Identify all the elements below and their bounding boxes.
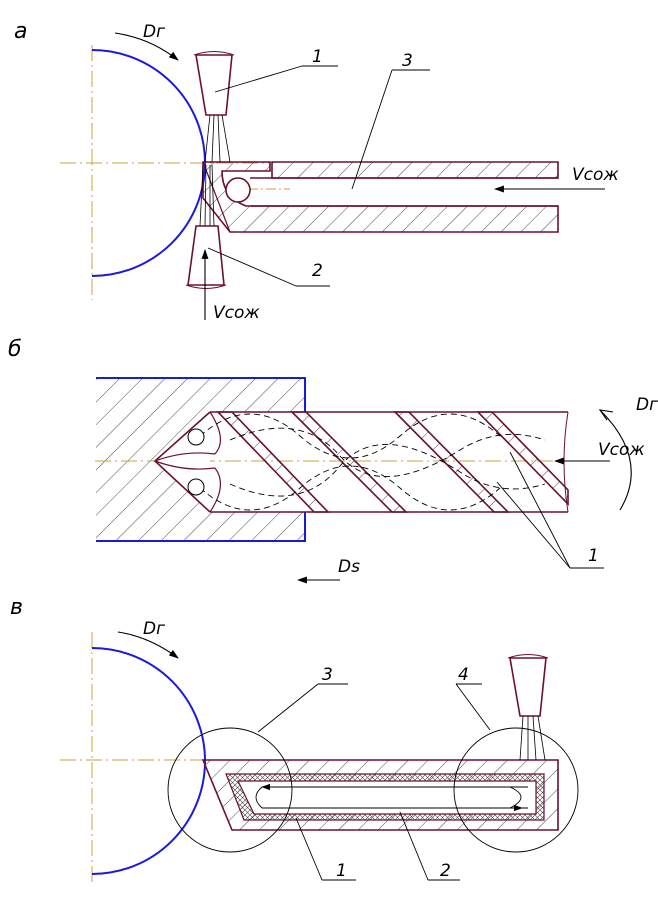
callout-4-c: 4 xyxy=(458,665,469,685)
rotation-label-b: Dг xyxy=(636,395,658,415)
leader-c-2 xyxy=(399,811,429,881)
leader-3 xyxy=(351,69,393,190)
condensation-zone xyxy=(453,727,579,853)
coolant-outlet-bottom xyxy=(187,478,205,496)
coolant-label-bottom-a: Vсож xyxy=(213,303,260,323)
panel-letter-a: а xyxy=(14,19,27,44)
workpiece-arc-c xyxy=(91,647,206,875)
cutting-edge-line xyxy=(202,161,231,233)
coolant-channel-2 xyxy=(199,465,501,511)
leader-c-1 xyxy=(295,817,323,881)
workpiece-outline xyxy=(96,377,306,542)
evaporation-zone xyxy=(167,727,293,853)
coolant-label-right-a: Vсож xyxy=(572,165,619,185)
coolant-channel-1 xyxy=(199,413,501,459)
leader-2 xyxy=(207,247,297,287)
rotation-label-a: Dг xyxy=(143,22,165,42)
leader-1 xyxy=(214,65,303,93)
leader-c-3 xyxy=(257,683,319,733)
callout-3-a: 3 xyxy=(402,51,413,71)
rotation-label-c: Dг xyxy=(143,619,165,639)
coolant-outlet-top xyxy=(187,428,205,446)
rotation-arc-b xyxy=(599,409,632,511)
callout-1-c: 1 xyxy=(336,861,347,881)
nozzle-1-break xyxy=(193,51,235,56)
panel-c: в Dг 3 4 1 xyxy=(10,595,579,885)
coolant-label-b: Vсож xyxy=(598,440,645,460)
panel-letter-c: в xyxy=(10,595,23,620)
tool-upper-wall xyxy=(271,161,559,179)
leader-c-4 xyxy=(455,683,491,731)
heat-pipe-cavity xyxy=(237,780,537,815)
nozzle-1 xyxy=(195,54,233,116)
feed-label-b: Ds xyxy=(338,557,360,577)
panel-a: а Dг Vсож V xyxy=(14,19,619,323)
panel-b: б Dг Vсож Ds xyxy=(8,337,658,584)
callout-2-c: 2 xyxy=(440,861,451,881)
leader-b-1 xyxy=(509,451,571,569)
callout-3-c: 3 xyxy=(322,665,333,685)
nozzle-2 xyxy=(187,225,225,286)
rotation-arrow-c xyxy=(117,631,179,659)
callout-2-a: 2 xyxy=(312,261,323,281)
workpiece-section xyxy=(96,378,305,541)
nozzle-c xyxy=(509,657,547,717)
callout-1-b: 1 xyxy=(588,546,599,566)
nozzle-2-break xyxy=(185,284,227,289)
callout-1-a: 1 xyxy=(312,47,323,67)
channel-outlet xyxy=(225,177,251,203)
rotation-arrow xyxy=(114,32,179,61)
panel-letter-b: б xyxy=(8,337,22,362)
